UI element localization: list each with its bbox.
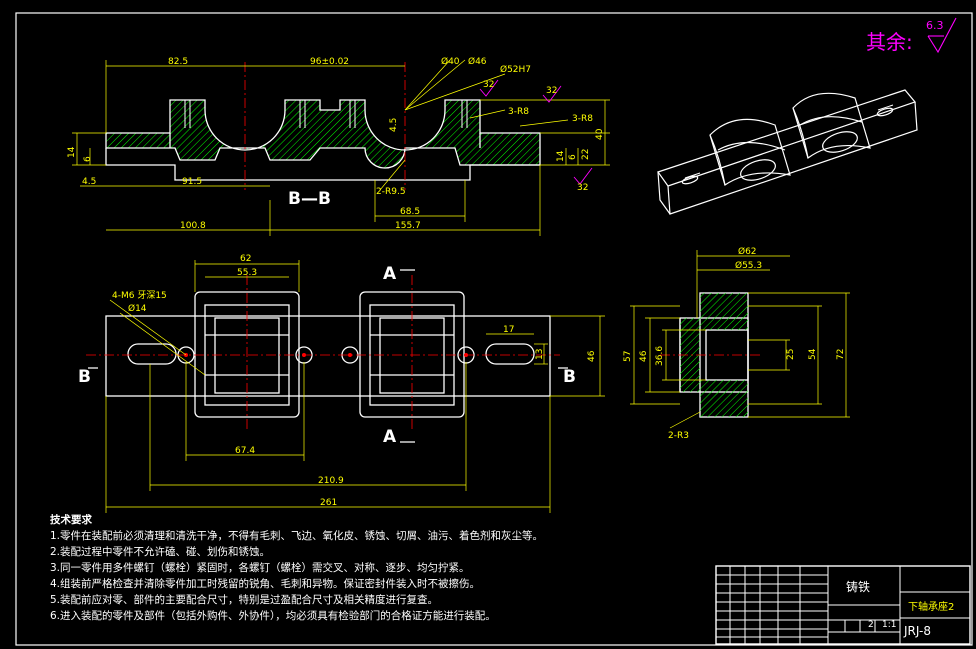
dim-82-5: 82.5 <box>168 57 188 67</box>
material: 铸铁 <box>846 580 871 594</box>
notes-title: 技术要求 <box>50 514 92 526</box>
section-b-right: B <box>563 367 576 387</box>
surface-finish-label: 其余: <box>866 30 913 54</box>
isometric-view <box>657 89 918 215</box>
rough-32-a: 32 <box>483 80 494 90</box>
notes-item-4: 4.组装前严格检查并清除零件加工时残留的锐角、毛刺和异物。保证密封件装入时不被擦… <box>50 578 481 590</box>
dim-91-5: 91.5 <box>182 177 202 187</box>
dim-phi46: Ø46 <box>468 56 487 67</box>
sheet-number: 2 <box>868 620 874 630</box>
dim-3r8-top: 3-R8 <box>508 107 529 117</box>
rough-32-b: 32 <box>546 86 557 96</box>
notes-item-1: 1.零件在装配前必须清理和清洗干净，不得有毛刺、飞边、氧化皮、锈蚀、切屑、油污、… <box>50 530 544 542</box>
dim-h14-left: 14 <box>67 146 77 158</box>
section-bb-label: B—B <box>288 189 331 209</box>
dim-17: 17 <box>503 325 514 335</box>
dim-side-36-6: 36.6 <box>655 346 665 366</box>
dim-h6-right: 6 <box>568 154 578 160</box>
dim-55-3: 55.3 <box>237 268 257 278</box>
dim-side-72: 72 <box>836 349 846 360</box>
part-name: 下轴承座2 <box>908 602 955 613</box>
dim-h40: 40 <box>595 128 605 140</box>
dim-210-9: 210.9 <box>318 476 344 486</box>
notes-item-3: 3.同一零件用多件螺钉（螺栓）紧固时，各螺钉（螺栓）需交叉、对称、逐步、均匀拧紧… <box>50 562 470 574</box>
side-view: Ø62 Ø55.3 57 46 36.6 25 54 72 2-R3 <box>623 246 850 441</box>
roughness-symbol <box>927 17 957 54</box>
section-body <box>105 99 541 169</box>
dim-side-phi62: Ø62 <box>738 246 757 257</box>
notes-item-6: 6.进入装配的零件及部件（包括外购件、外协件），均必须具有检验部门的合格证方能进… <box>50 610 496 622</box>
dim-13: 13 <box>535 349 545 360</box>
rough-32-c: 32 <box>577 183 588 193</box>
scale: 1:1 <box>882 620 897 630</box>
dim-m6: 4-M6 牙深15 <box>112 290 167 301</box>
section-bb-view: 82.5 96±0.02 Ø40 Ø46 Ø52H7 3-R8 3-R8 91.… <box>67 56 610 236</box>
section-b-left: B <box>78 367 91 387</box>
dim-side-phi55-3: Ø55.3 <box>735 260 762 271</box>
dim-h6-left: 6 <box>83 156 93 162</box>
notes-item-2: 2.装配过程中零件不允许磕、碰、划伤和锈蚀。 <box>50 546 271 558</box>
drawing-number: JRJ-8 <box>904 624 931 638</box>
dim-side-2r3: 2-R3 <box>668 431 689 441</box>
dim-67-4: 67.4 <box>235 446 255 456</box>
section-a-top: A <box>383 264 397 284</box>
dim-46: 46 <box>587 350 597 362</box>
notes-item-5: 5.装配前应对零、部件的主要配合尺寸，特别是过盈配合尺寸及相关精度进行复查。 <box>50 594 439 606</box>
dim-phi14: Ø14 <box>128 303 147 314</box>
dim-4-5: 4.5 <box>82 177 96 187</box>
dim-3r8-right: 3-R8 <box>572 114 593 124</box>
dim-2r9-5: 2-R9.5 <box>376 187 406 197</box>
dim-h14-right: 14 <box>556 150 566 162</box>
dim-h22: 22 <box>581 149 591 160</box>
dim-ab-4-5: 4.5 <box>389 118 399 132</box>
dim-side-54: 54 <box>808 348 818 360</box>
dim-100-8: 100.8 <box>180 221 206 231</box>
surface-finish-value: 6.3 <box>926 19 944 32</box>
dim-phi40: Ø40 <box>441 56 460 67</box>
dim-96: 96±0.02 <box>310 57 349 67</box>
top-view: 62 55.3 4-M6 牙深15 Ø14 17 13 46 67.4 210.… <box>78 254 605 513</box>
section-a-bottom: A <box>383 427 397 447</box>
dim-68-5: 68.5 <box>400 207 420 217</box>
dim-side-46: 46 <box>639 350 649 362</box>
dim-phi52: Ø52H7 <box>500 64 531 75</box>
drawing-frame <box>15 12 973 646</box>
dim-62: 62 <box>240 254 251 264</box>
dim-155-7: 155.7 <box>395 221 421 231</box>
dim-side-57: 57 <box>623 351 633 362</box>
title-block <box>715 565 971 645</box>
technical-requirements: 技术要求 1.零件在装配前必须清理和清洗干净，不得有毛刺、飞边、氧化皮、锈蚀、切… <box>50 512 543 624</box>
dim-261: 261 <box>320 498 337 508</box>
dim-side-25: 25 <box>786 349 796 360</box>
